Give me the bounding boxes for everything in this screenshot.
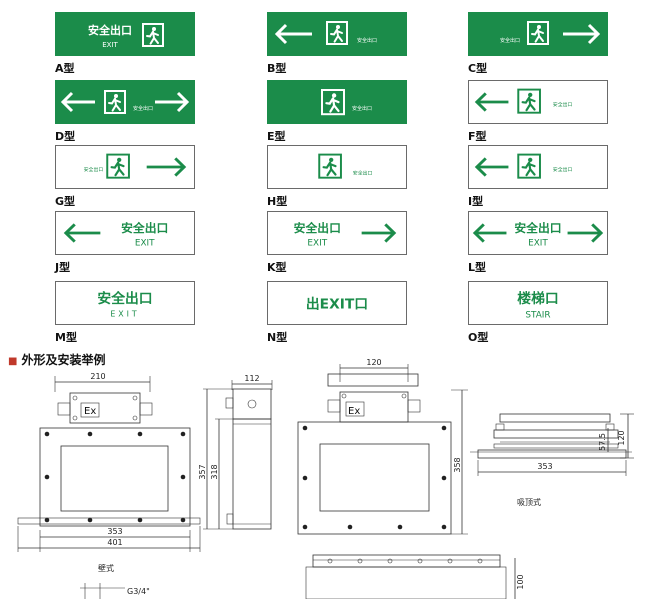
exit-runner-icon (326, 21, 348, 45)
dim-flush-h2: 120 (617, 430, 626, 445)
dim-side-top: 112 (244, 374, 259, 383)
arrow-left-icon (60, 91, 95, 113)
ex-mark: Ex (84, 406, 96, 417)
exit-sign: 安全出口 (267, 80, 407, 124)
sign-model-label: I型 (468, 195, 484, 208)
sign-en-text: EXIT (528, 239, 548, 249)
flush-mount-drawing: 57.5 120 353 吸顶式 (470, 413, 634, 507)
sign-en-text: EXIT (110, 309, 139, 318)
dim-wall-outer: 401 (107, 538, 122, 547)
exit-runner-icon (104, 90, 126, 114)
exit-runner-icon (517, 88, 541, 114)
sign-model-label: A型 (55, 62, 75, 75)
sign-small-text: 安全出口 (553, 166, 573, 173)
bullet-icon: ■ (8, 356, 18, 367)
exit-runner-icon (318, 153, 342, 179)
dim-wall-inner: 353 (107, 527, 122, 536)
sign-model-label: J型 (55, 261, 71, 274)
exit-sign: 安全出口 (468, 12, 608, 56)
exit-sign: 安全出口 EXIT (55, 12, 195, 56)
exit-runner-icon (142, 23, 164, 47)
section-title: ■外形及安装举例 (8, 353, 106, 367)
sign-en-text: EXIT (135, 239, 155, 249)
ceiling-mount-drawing: 120 Ex 358 (297, 358, 468, 535)
sign-small-text: 安全出口 (84, 166, 104, 173)
sign-small-text: 安全出口 (133, 105, 153, 112)
sign-cn-text: 安全出口 (97, 290, 152, 307)
sign-model-label: G型 (55, 195, 76, 208)
sign-small-text: 安全出口 (357, 37, 377, 44)
arrow-right-icon (563, 23, 601, 45)
sign-cn-text: 出EXIT口 (306, 296, 368, 313)
sign-model-label: F型 (468, 130, 487, 143)
exit-sign: 安全出口 (468, 80, 608, 124)
exit-sign: 出EXIT口 (267, 281, 407, 325)
dim-wall-top: 210 (90, 372, 105, 381)
sign-en-text: EXIT (307, 239, 327, 249)
sign-small-text: 安全出口 (352, 105, 372, 112)
exit-runner-icon (527, 21, 549, 45)
dim-side-h1: 357 (198, 464, 207, 479)
sign-model-label: K型 (267, 261, 287, 274)
exit-sign: 安全出口 EXIT (267, 211, 407, 255)
exit-sign: 安全出口 EXIT (55, 211, 195, 255)
sign-cn-text: 安全出口 (121, 221, 168, 235)
dim-side-h2: 318 (210, 464, 219, 479)
sign-model-label: D型 (55, 130, 76, 143)
dim-flush-w: 353 (537, 462, 552, 471)
sign-cn-text: 安全出口 (294, 221, 341, 235)
sign-model-label: B型 (267, 62, 287, 75)
sign-model-label: N型 (267, 331, 288, 344)
arrow-right-icon (361, 223, 397, 243)
arrow-right-icon (567, 223, 604, 243)
exit-sign: 安全出口 (267, 145, 407, 189)
wall-mount-drawing: 210 Ex 353 401 壁式 G3/4" (17, 372, 201, 599)
bottom-partial-drawing: 100 (305, 554, 525, 599)
exit-runner-icon (517, 153, 541, 179)
sign-en-text: STAIR (525, 310, 550, 320)
arrow-right-icon (146, 157, 187, 177)
thread-label: G3/4" (127, 587, 150, 596)
caption-wall: 壁式 (98, 563, 114, 573)
dim-ceiling-h: 358 (453, 457, 462, 472)
sign-small-text: 安全出口 (553, 101, 573, 108)
sign-cn-text: 楼梯口 (517, 290, 558, 307)
exit-sign: 安全出口 EXIT (468, 211, 608, 255)
sign-model-label: M型 (55, 331, 77, 344)
arrow-left-icon (474, 157, 509, 177)
arrow-left-icon (63, 223, 101, 243)
sign-model-label: E型 (267, 130, 286, 143)
arrow-left-icon (472, 223, 507, 243)
sign-model-label: O型 (468, 331, 489, 344)
ex-mark-ceiling: Ex (348, 406, 360, 417)
arrow-left-icon (274, 23, 312, 45)
sign-cn-text: 安全出口 (514, 221, 561, 235)
exit-runner-icon (106, 153, 130, 179)
arrow-left-icon (474, 92, 509, 112)
dim-ceiling-top: 120 (366, 358, 381, 367)
sign-model-label: C型 (468, 62, 488, 75)
sign-model-label: H型 (267, 195, 288, 208)
exit-runner-icon (321, 89, 345, 116)
sign-model-label: L型 (468, 261, 487, 274)
exit-sign: 安全出口 (55, 80, 195, 124)
exit-sign: 楼梯口 STAIR (468, 281, 608, 325)
arrow-right-icon (155, 91, 190, 113)
dim-flush-h1: 57.5 (598, 433, 607, 451)
caption-flush: 吸顶式 (517, 497, 541, 507)
dim-bottom-h: 100 (516, 574, 525, 589)
exit-sign: 安全出口 (267, 12, 407, 56)
sign-small-text: 安全出口 (500, 37, 520, 44)
sign-cn-text: 安全出口 (88, 23, 132, 37)
exit-sign: 安全出口 (468, 145, 608, 189)
sign-en-text: EXIT (102, 41, 118, 49)
side-view-drawing: 112 357 318 (198, 374, 273, 530)
sign-small-text: 安全出口 (353, 170, 373, 177)
exit-sign: 安全出口 (55, 145, 195, 189)
exit-sign: 安全出口 EXIT (55, 281, 195, 325)
